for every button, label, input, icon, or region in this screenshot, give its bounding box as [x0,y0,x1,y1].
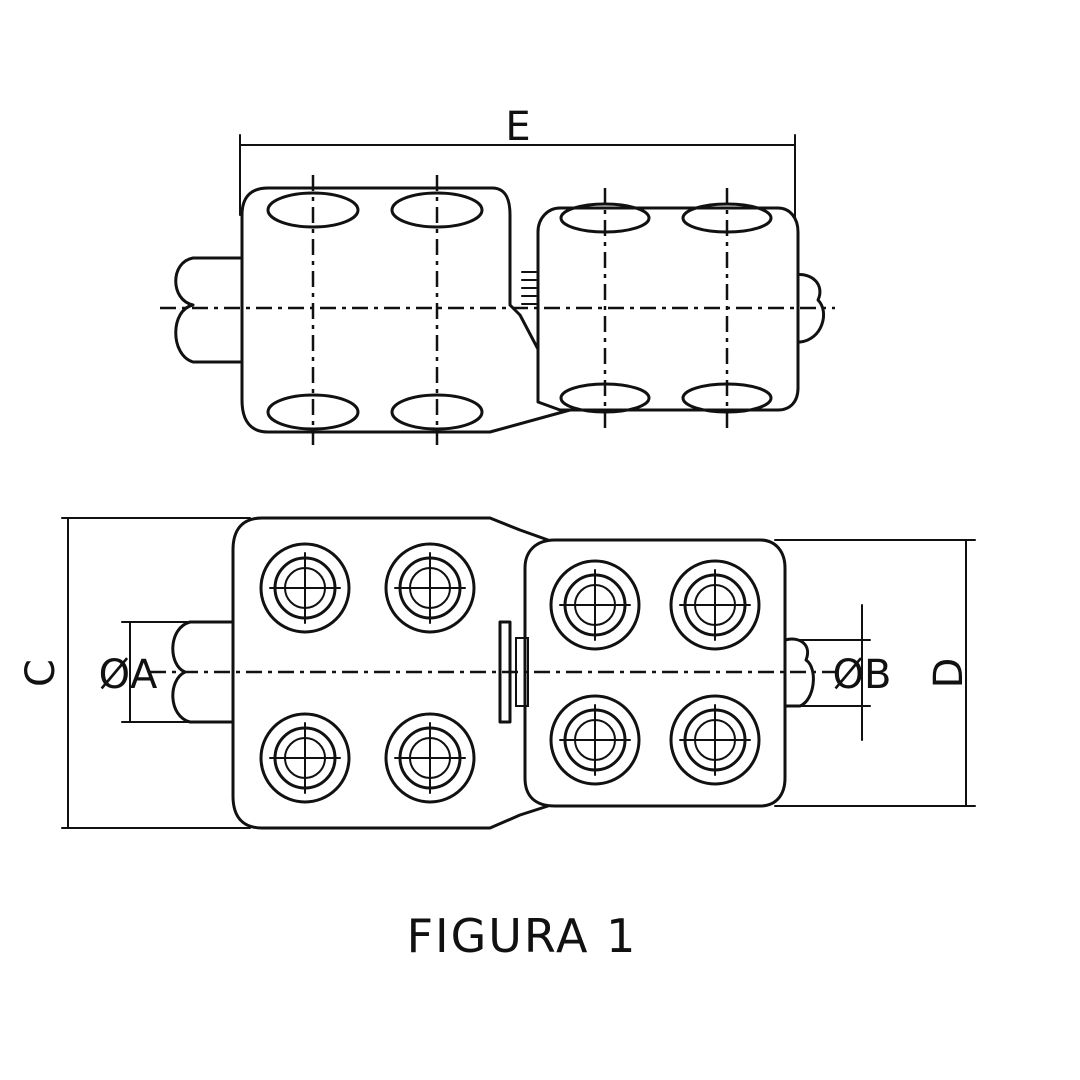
dimension-d-label: D [926,658,972,689]
side-bolt-axes [311,175,729,445]
bolt-icon [669,694,761,786]
top-left-body [231,516,550,830]
side-view: E [160,104,835,445]
bolt-icon [259,712,351,804]
bolt-icon [259,542,351,634]
dimension-e: E [239,104,796,246]
side-right-body [536,206,800,412]
top-view: C D ØA ØB [18,516,976,830]
dimension-d: D [774,539,976,807]
dimension-c: C [18,517,251,829]
dimension-diameter-b-label: ØB [833,652,892,698]
top-bolts [259,542,761,804]
bolt-icon [549,559,641,651]
dimension-c-label: C [18,659,64,687]
side-left-body [240,186,572,434]
bolt-icon [384,712,476,804]
bolt-icon [549,694,641,786]
dimension-diameter-a-label: ØA [99,652,158,698]
figure-caption: FIGURA 1 [407,909,638,963]
side-left-cable [174,256,242,364]
bolt-icon [384,542,476,634]
side-seam [521,271,537,305]
dimension-diameter-b: ØB [799,604,892,741]
top-right-cable [783,637,815,708]
dimension-e-label: E [505,104,530,150]
bolt-icon [669,559,761,651]
side-right-cable [793,273,826,344]
